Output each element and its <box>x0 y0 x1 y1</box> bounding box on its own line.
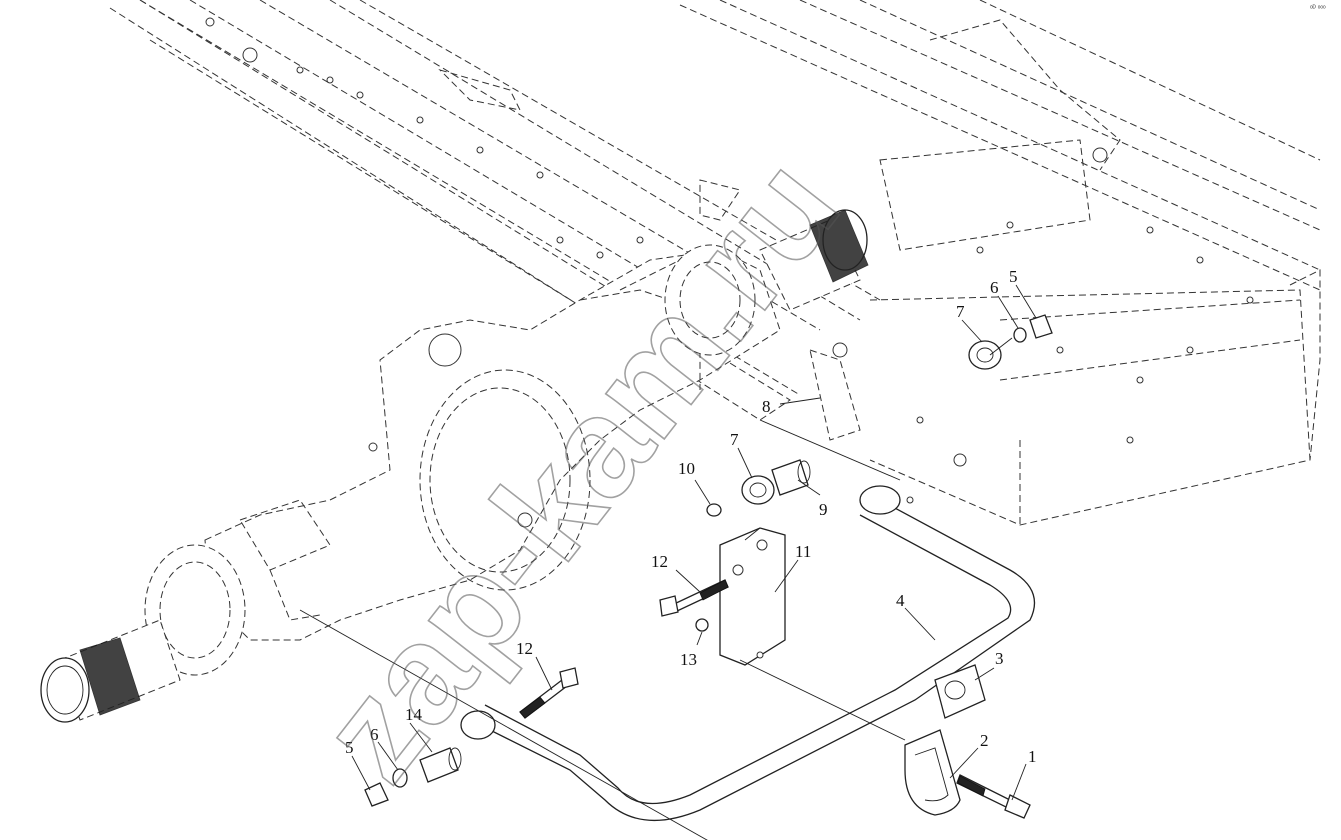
svg-text:8: 8 <box>762 397 771 416</box>
lower-fasteners <box>364 747 462 807</box>
callout-2: 2 <box>949 731 989 779</box>
callout-12-lower: 12 <box>516 639 553 691</box>
callout-14: 14 <box>405 705 433 753</box>
bushing-part-3 <box>934 664 986 719</box>
bolt-part-1 <box>956 774 1031 819</box>
callout-labels: 1 2 3 4 5 5 6 6 <box>345 267 1037 801</box>
svg-text:5: 5 <box>1009 267 1018 286</box>
callout-9: 9 <box>797 479 828 519</box>
callout-7-lower: 7 <box>730 430 753 479</box>
callout-1: 1 <box>1011 747 1037 801</box>
svg-text:4: 4 <box>896 591 905 610</box>
svg-text:10: 10 <box>678 459 695 478</box>
callout-5-lower: 5 <box>345 738 371 791</box>
callout-12-upper: 12 <box>651 552 701 593</box>
frame-fasteners <box>968 314 1053 370</box>
callout-5-upper: 5 <box>1009 267 1037 319</box>
frame-holes <box>205 17 1254 504</box>
callout-3: 3 <box>974 649 1004 681</box>
bolt-part-12-lower <box>519 667 579 719</box>
callout-6-lower: 6 <box>370 725 399 771</box>
callout-10: 10 <box>678 459 711 505</box>
callout-7-upper: 7 <box>956 302 983 343</box>
bracket-part-11 <box>719 527 786 666</box>
callout-6-upper: 6 <box>990 278 1019 329</box>
svg-text:6: 6 <box>990 278 999 297</box>
svg-text:7: 7 <box>956 302 965 321</box>
callout-11: 11 <box>774 542 811 593</box>
corner-mark: ᵒᴰ ᵒᵒᵒ <box>1310 5 1326 12</box>
svg-text:1: 1 <box>1028 747 1037 766</box>
svg-text:3: 3 <box>995 649 1004 668</box>
vehicle-frame <box>109 0 1321 526</box>
nut-part-13 <box>695 618 709 632</box>
stabilizer-bar-assembly <box>299 314 1053 840</box>
stabilizer-bar <box>469 499 1036 821</box>
svg-text:12: 12 <box>651 552 668 571</box>
callout-8: 8 <box>762 397 821 416</box>
svg-text:9: 9 <box>819 500 828 519</box>
callout-13: 13 <box>680 631 703 669</box>
svg-text:11: 11 <box>795 542 811 561</box>
svg-text:2: 2 <box>980 731 989 750</box>
upper-link-parts <box>706 349 861 517</box>
svg-text:7: 7 <box>730 430 739 449</box>
svg-text:13: 13 <box>680 650 697 669</box>
clamp-part-2 <box>904 729 961 816</box>
bolt-part-12-upper <box>659 579 729 617</box>
svg-text:14: 14 <box>405 705 423 724</box>
callout-4: 4 <box>896 591 936 641</box>
svg-text:12: 12 <box>516 639 533 658</box>
axle-housing <box>40 209 869 723</box>
svg-text:5: 5 <box>345 738 354 757</box>
svg-text:6: 6 <box>370 725 379 744</box>
